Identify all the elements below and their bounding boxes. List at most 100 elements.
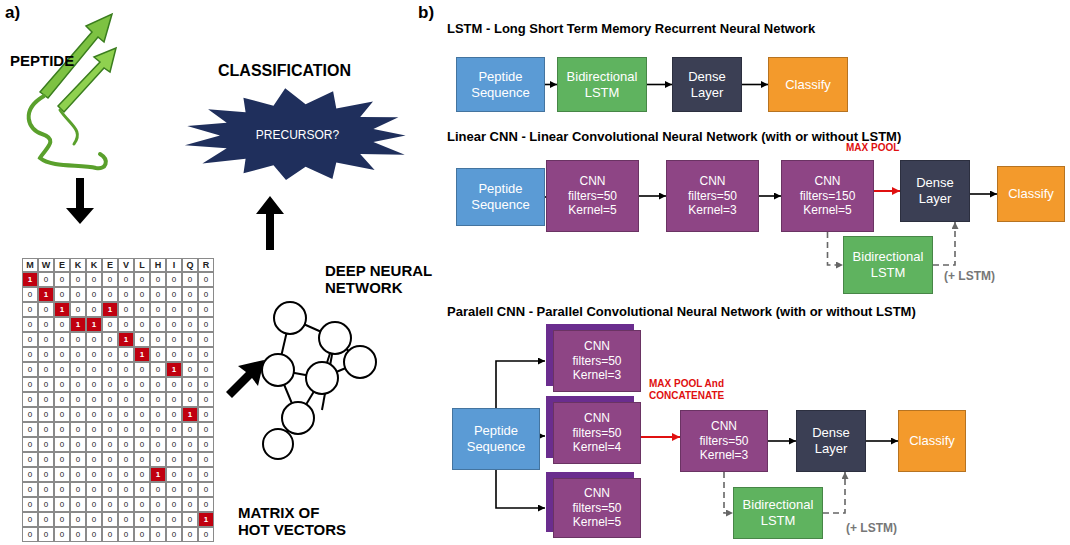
table-cell: 0 (86, 482, 102, 497)
flow-connector (496, 361, 545, 408)
lstm-box: Bidirectional LSTM (843, 236, 933, 294)
table-cell: 0 (86, 422, 102, 437)
table-cell: 0 (22, 452, 38, 467)
table-cell: 0 (182, 437, 198, 452)
table-cell: 0 (166, 302, 182, 317)
table-cell: 0 (182, 377, 198, 392)
table-cell: 0 (150, 407, 166, 422)
table-cell: 0 (22, 422, 38, 437)
table-cell: 0 (86, 497, 102, 512)
table-cell: 0 (38, 452, 54, 467)
table-cell: 0 (134, 332, 150, 347)
flow-connector (970, 193, 997, 195)
table-cell: 0 (198, 467, 214, 482)
table-cell: 0 (38, 512, 54, 527)
table-cell: 0 (54, 497, 70, 512)
node-text: CNN (584, 486, 610, 500)
table-cell: 0 (102, 332, 118, 347)
table-cell: 0 (118, 317, 134, 332)
table-cell: 0 (22, 437, 38, 452)
node-text: filters=150 (800, 189, 856, 203)
table-cell: 0 (102, 317, 118, 332)
table-cell: 0 (166, 467, 182, 482)
table-header: W (38, 258, 54, 272)
table-cell: 0 (102, 407, 118, 422)
table-cell: 0 (54, 422, 70, 437)
table-cell: 0 (198, 497, 214, 512)
table-cell: 0 (38, 527, 54, 542)
classify-box: Classify (768, 57, 848, 112)
table-cell: 0 (54, 527, 70, 542)
table-cell: 0 (38, 467, 54, 482)
table-cell: 0 (134, 437, 150, 452)
dense-box: Dense Layer (900, 160, 970, 222)
table-cell: 0 (38, 407, 54, 422)
table-cell: 0 (86, 467, 102, 482)
cnn-box: CNNfilters=50Kernel=3 (553, 330, 641, 392)
table-header: K (86, 258, 102, 272)
node-text: PRECURSOR? (256, 128, 339, 142)
node-text: Classify (785, 77, 831, 93)
table-cell: 0 (38, 317, 54, 332)
table-cell: 1 (150, 467, 166, 482)
table-cell: 0 (118, 392, 134, 407)
table-cell: 0 (134, 452, 150, 467)
table-cell: 0 (38, 272, 54, 287)
node-text: Kernel=5 (568, 203, 616, 217)
table-cell: 0 (54, 332, 70, 347)
table-cell: 0 (150, 437, 166, 452)
table-cell: 0 (38, 362, 54, 377)
node-text: Kernel=4 (573, 440, 621, 454)
table-cell: 0 (182, 482, 198, 497)
table-cell: 0 (118, 287, 134, 302)
flow-connector (768, 440, 796, 442)
node-text: filters=50 (699, 434, 748, 448)
table-cell: 0 (118, 422, 134, 437)
table-cell: 0 (102, 527, 118, 542)
node-text: Bidirectional LSTM (563, 69, 641, 100)
panel-label: a) (5, 3, 20, 23)
node-text: Kernel=5 (803, 203, 851, 217)
table-cell: 0 (150, 302, 166, 317)
table-cell: 0 (22, 377, 38, 392)
operation-note: MAX POOL And CONCATENATE (649, 378, 749, 401)
table-cell: 0 (134, 527, 150, 542)
table-cell: 0 (86, 377, 102, 392)
table-cell: 0 (86, 392, 102, 407)
flow-arrow (226, 360, 264, 398)
table-cell: 0 (118, 512, 134, 527)
table-cell: 0 (182, 467, 198, 482)
node-text: Dense Layer (906, 175, 964, 206)
node-text: Dense Layer (802, 425, 860, 456)
table-header: Q (182, 258, 198, 272)
callout-star: PRECURSOR? (180, 88, 415, 183)
table-cell: 1 (134, 347, 150, 362)
table-cell: 0 (198, 362, 214, 377)
node-text: filters=50 (572, 501, 621, 515)
illustration-label: DEEP NEURAL NETWORK (325, 262, 455, 297)
table-cell: 0 (134, 317, 150, 332)
table-cell: 0 (150, 392, 166, 407)
table-header: K (70, 258, 86, 272)
table-cell: 0 (198, 347, 214, 362)
table-cell: 0 (118, 347, 134, 362)
table-cell: 0 (38, 392, 54, 407)
table-cell: 0 (22, 362, 38, 377)
table-cell: 0 (182, 512, 198, 527)
table-cell: 0 (54, 512, 70, 527)
dense-box: Dense Layer (796, 410, 866, 472)
table-cell: 0 (150, 272, 166, 287)
table-cell: 0 (54, 467, 70, 482)
table-cell: 0 (70, 347, 86, 362)
table-header: I (166, 258, 182, 272)
table-cell: 0 (150, 422, 166, 437)
node-text: CNN (815, 174, 841, 188)
table-header: H (150, 258, 166, 272)
node-text: filters=50 (688, 189, 737, 203)
table-header: V (118, 258, 134, 272)
node-text: Bidirectional LSTM (849, 249, 927, 280)
table-cell: 0 (198, 452, 214, 467)
optional-connector (933, 222, 955, 265)
cnn-box: CNNfilters=50Kernel=3 (666, 160, 759, 232)
table-cell: 0 (150, 497, 166, 512)
